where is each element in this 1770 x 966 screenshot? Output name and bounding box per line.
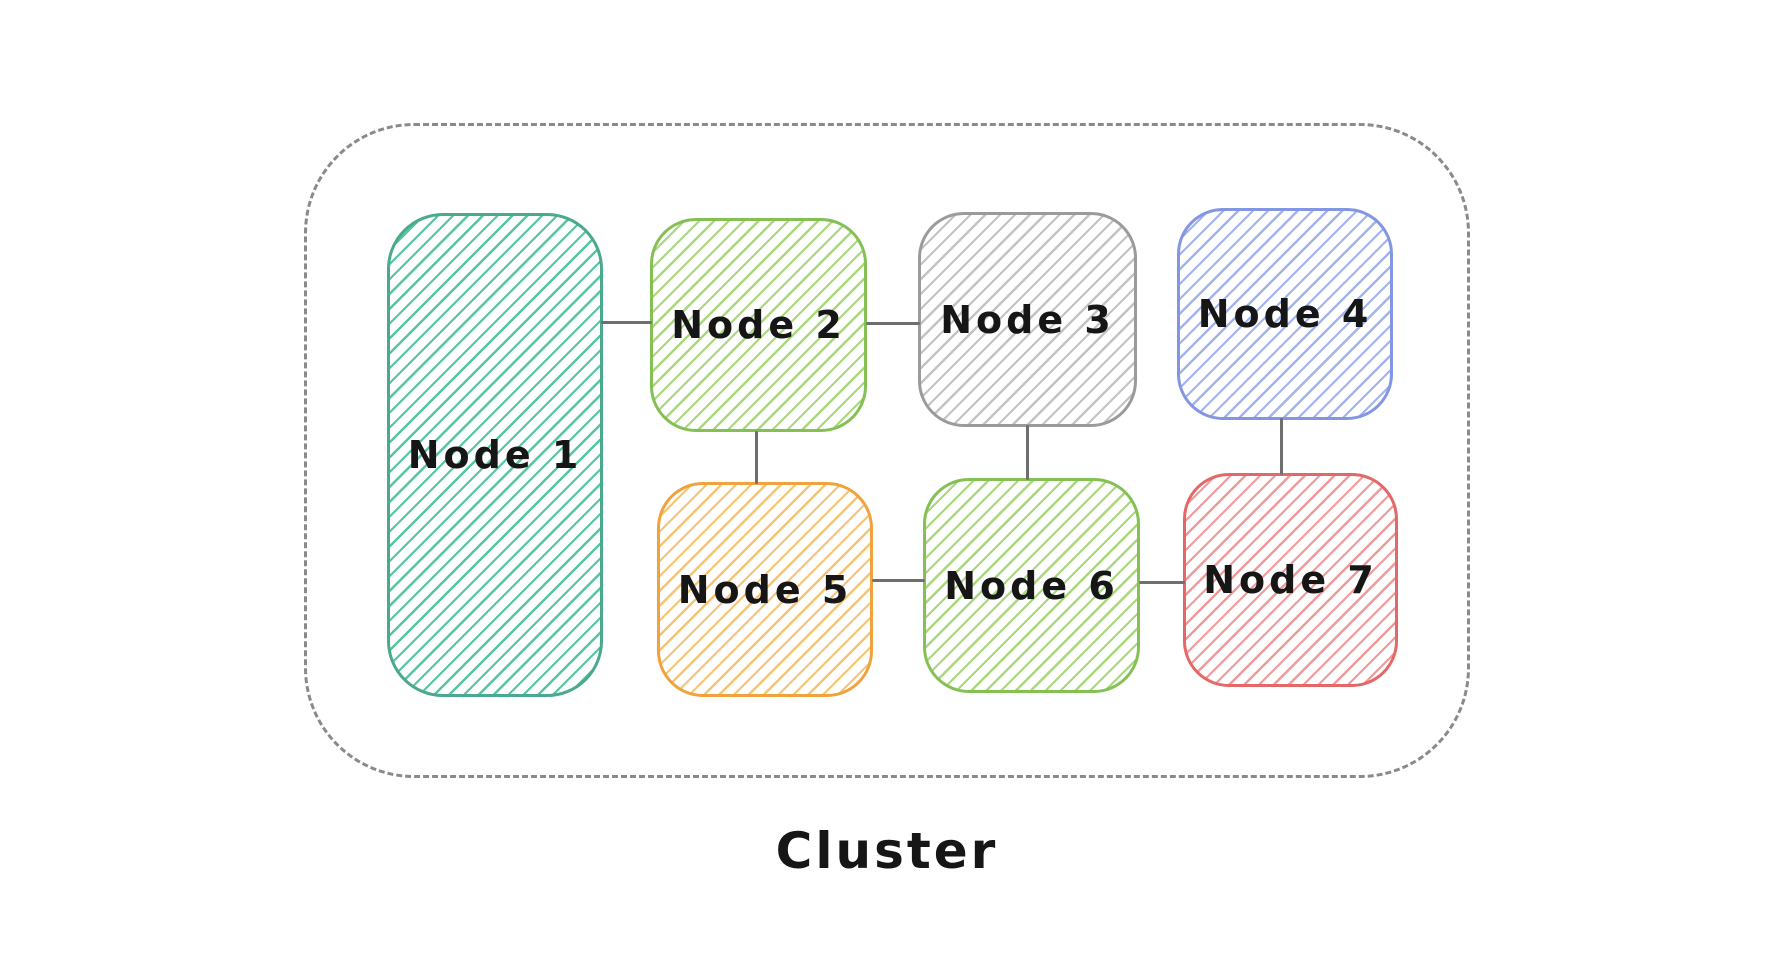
- connector-node2-node5: [755, 431, 758, 484]
- node-1: Node 1: [387, 213, 603, 697]
- connector-node6-node7: [1139, 581, 1185, 584]
- node-4: Node 4: [1177, 208, 1393, 420]
- connector-node1-node2: [601, 321, 652, 324]
- node-2: Node 2: [650, 218, 867, 432]
- node-6: Node 6: [923, 478, 1140, 693]
- node-6-label: Node 6: [944, 563, 1119, 608]
- node-2-label: Node 2: [671, 303, 846, 347]
- connector-node4-node7: [1280, 418, 1283, 475]
- node-7-label: Node 7: [1203, 558, 1378, 602]
- node-1-label: Node 1: [407, 433, 583, 477]
- node-3: Node 3: [918, 212, 1137, 427]
- node-7: Node 7: [1183, 473, 1398, 687]
- connector-node5-node6: [872, 579, 925, 582]
- cluster-label: Cluster: [775, 822, 999, 880]
- connector-node2-node3: [866, 322, 920, 325]
- node-4-label: Node 4: [1197, 292, 1373, 336]
- node-3-label: Node 3: [940, 297, 1115, 342]
- node-5: Node 5: [657, 482, 873, 697]
- cluster-boundary: [304, 123, 1470, 778]
- node-5-label: Node 5: [677, 567, 853, 612]
- connector-node3-node6: [1026, 425, 1029, 480]
